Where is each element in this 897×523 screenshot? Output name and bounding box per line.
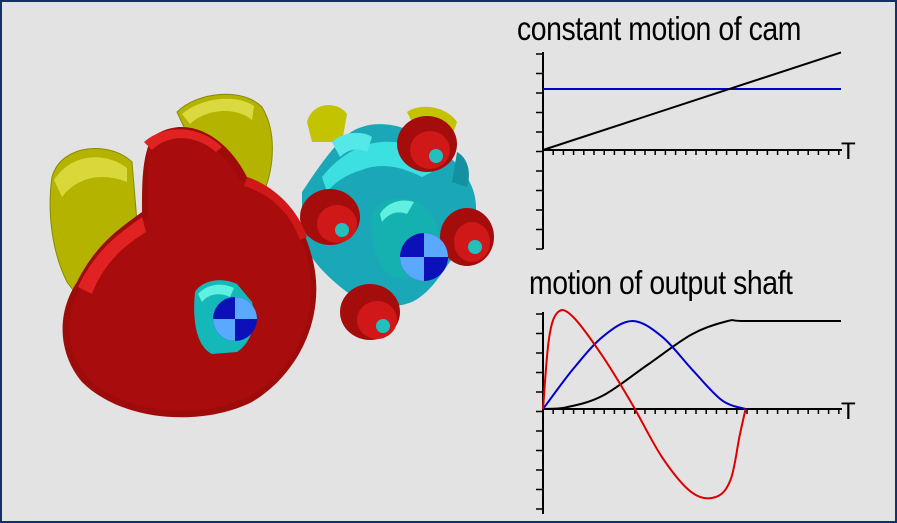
star-rollers	[300, 116, 494, 340]
top-plot-x-ticks	[552, 150, 840, 155]
bottom-plot-black-series	[542, 319, 841, 410]
top-plot: T	[536, 51, 856, 250]
roller-left	[300, 189, 360, 245]
bottom-plot-y-ticks	[536, 313, 543, 510]
top-plot-x-label: T	[841, 138, 856, 165]
bottom-plot: T	[536, 309, 856, 514]
mechanism-illustration	[49, 93, 494, 418]
top-plot-title: constant motion of cam	[517, 10, 801, 47]
roller-top-right	[397, 116, 457, 172]
roller-bottom	[340, 284, 400, 340]
roller-right	[440, 208, 494, 266]
yellow-cam-lobes	[49, 93, 457, 304]
top-plot-y-ticks	[536, 53, 543, 250]
bottom-plot-red-series	[542, 309, 747, 500]
bottom-plot-x-label: T	[841, 398, 856, 425]
red-cam	[62, 126, 317, 418]
bottom-plot-blue-series	[542, 319, 746, 410]
bottom-plot-title: motion of output shaft	[529, 264, 793, 301]
cam-shaft-hub	[194, 280, 257, 354]
star-hub	[371, 198, 448, 281]
bottom-plot-x-ticks	[552, 409, 840, 414]
top-plot-black-series	[542, 51, 842, 151]
